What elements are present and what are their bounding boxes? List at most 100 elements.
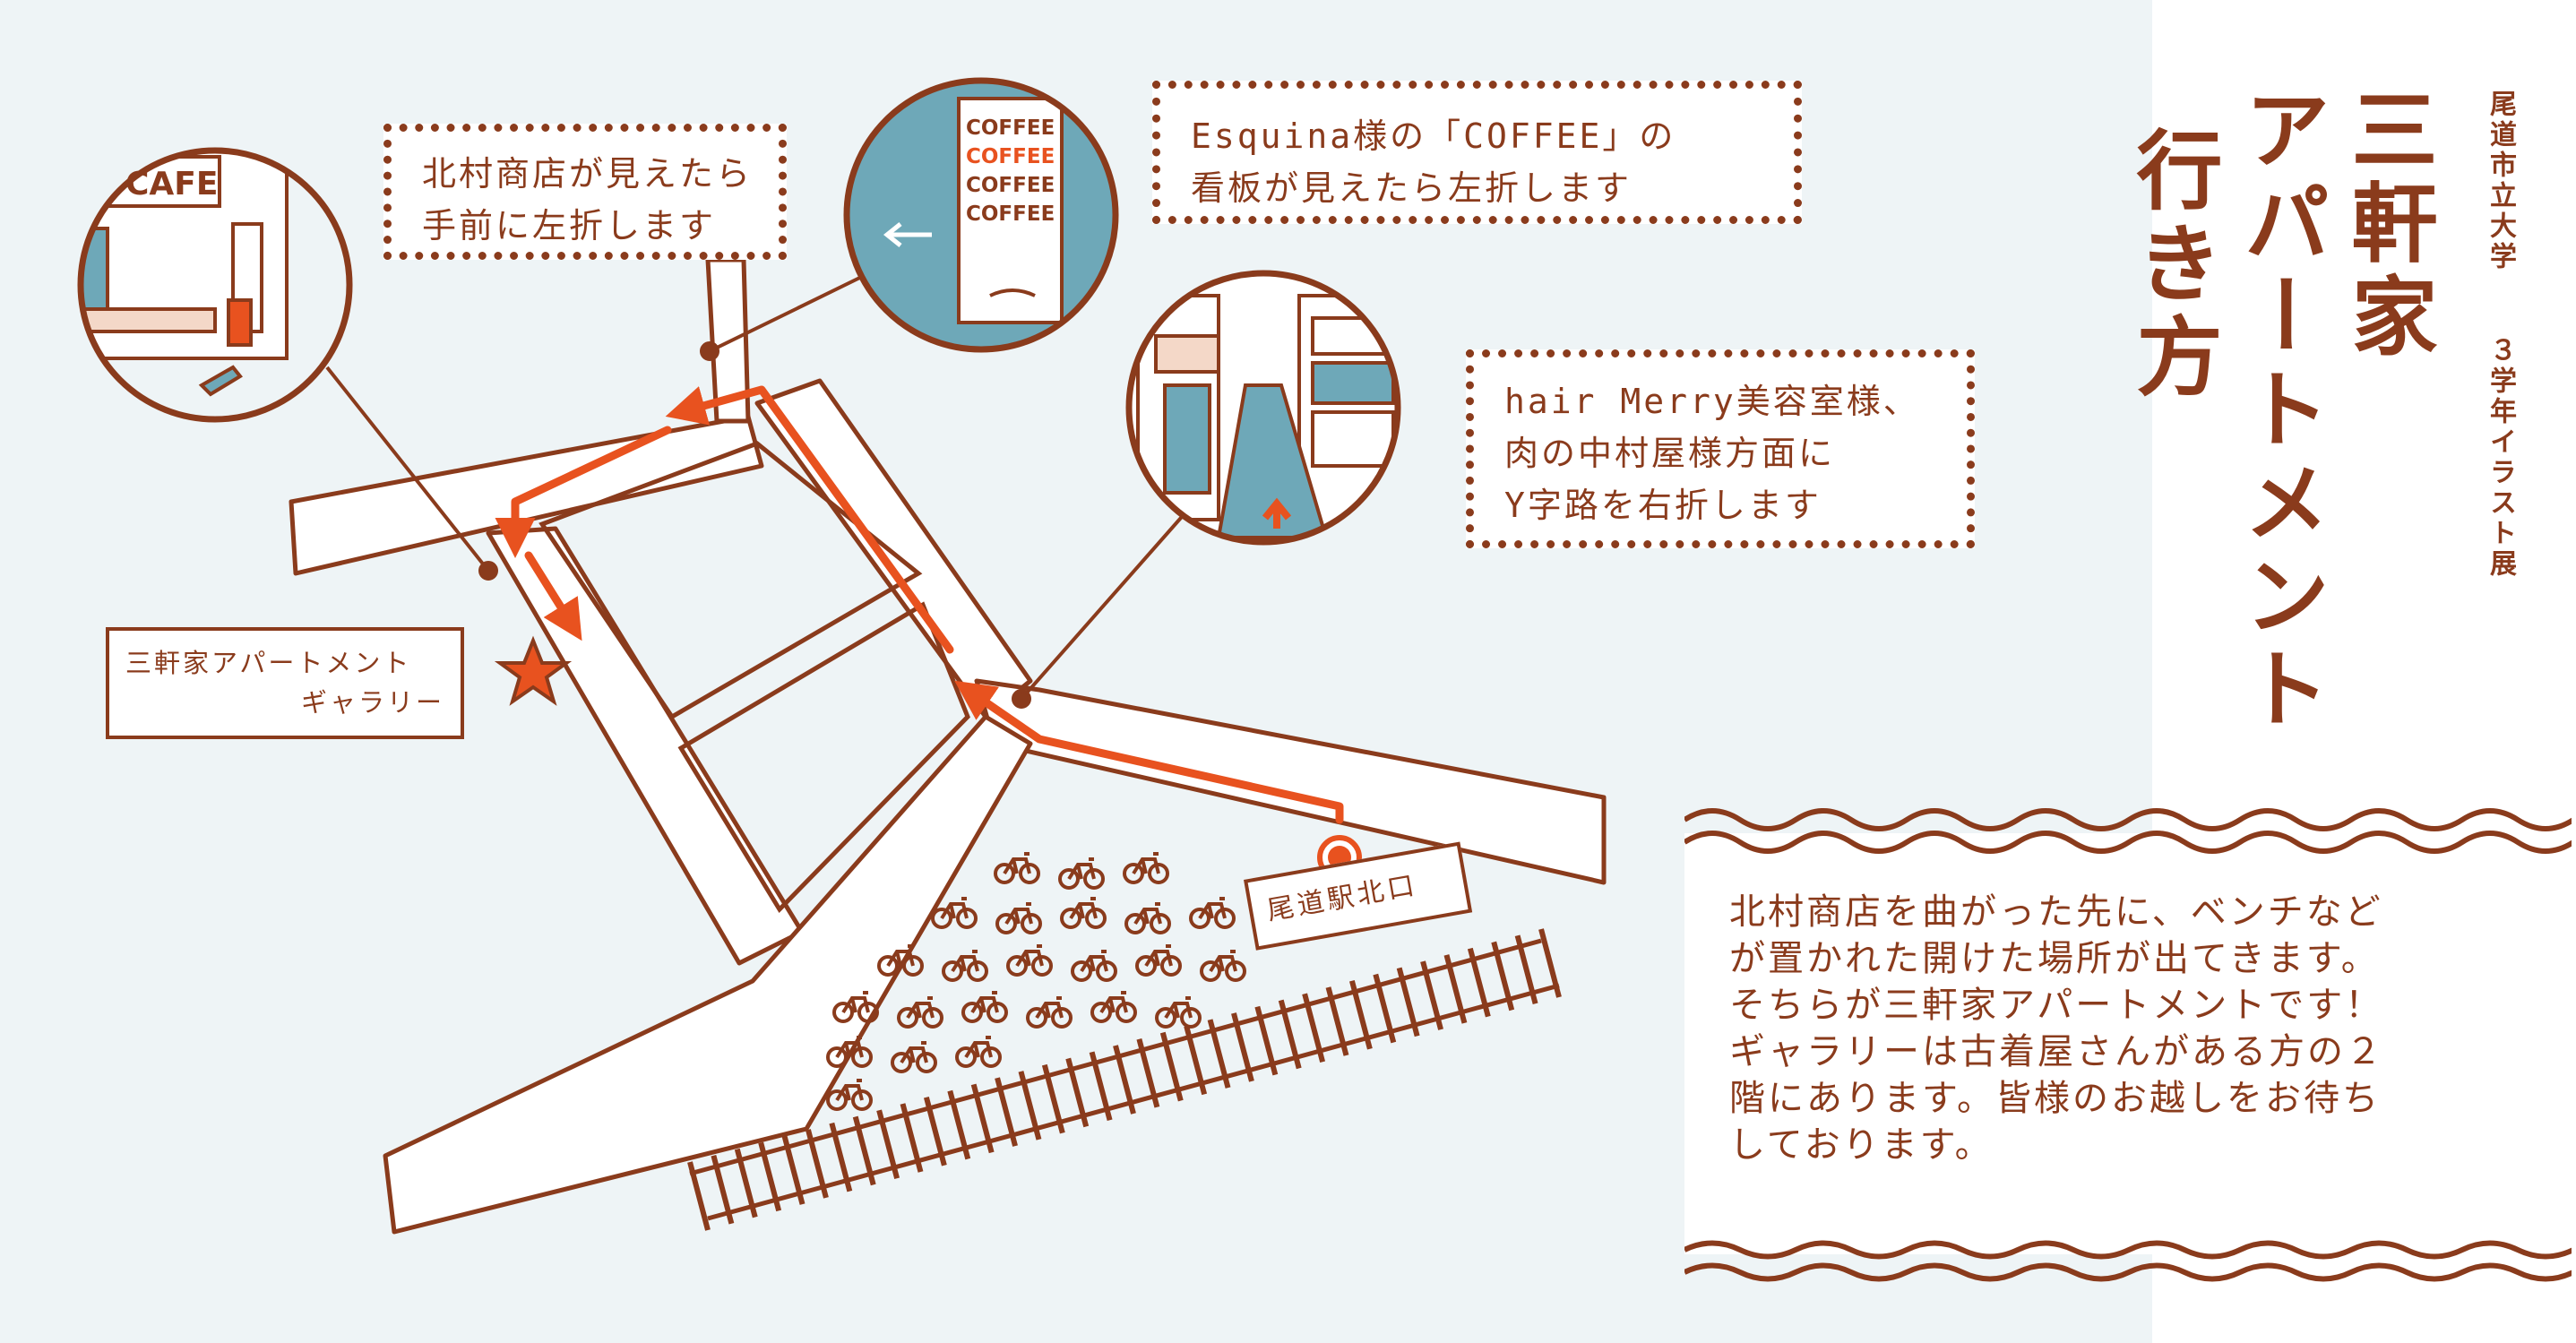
callout-line: Y字路を右折します [1504,486,1822,525]
route-arrow-icon [495,426,672,558]
rail-sleeper [1207,1019,1231,1089]
bicycle-icon [1058,857,1105,890]
bicycle-icon [1006,944,1053,977]
bicycle-icon [995,902,1042,934]
title-column: 三軒家 [2337,85,2437,365]
callout-line: 肉の中村屋様方面に [1504,434,1836,473]
callout-esquina: Esquina様の「COFFEE」の 看板が見えたら左折します [1152,81,1802,224]
bicycle-icon [961,991,1008,1023]
coffee-sign-line: COFFEE [966,174,1055,197]
rail-sleeper [1231,1012,1254,1082]
info-line: 北村商店を曲がった先に、ベンチなど [1729,891,2383,933]
rail-sleeper [1538,928,1562,998]
rail-sleeper [970,1083,995,1154]
subtitle-column: 尾道市立大学 [2485,90,2516,272]
block-north [538,441,923,720]
rail-sleeper [1065,1057,1090,1128]
rail-sleeper [806,1129,829,1199]
route-arrow-icon [665,385,954,654]
coffee-sign-icon: COFFEE COFFEE COFFEE COFFEE [843,77,1119,353]
coffee-sign-line: COFFEE [966,145,1055,168]
road-west-lower [486,526,805,966]
rail-bottom [707,983,1560,1221]
info-line: そちらが三軒家アパートメントです！ [1729,985,2384,1026]
rail-sleeper [1184,1025,1208,1096]
rail-sleeper [1373,973,1397,1044]
rail-sleeper [734,1148,758,1218]
leader-dot [478,561,498,581]
rail-sleeper [1467,947,1491,1018]
callout-line: 北村商店が見えたら [422,154,754,194]
coffee-sign-line: COFFEE [966,116,1055,140]
rail-sleeper [1396,967,1420,1037]
bicycle-icon [994,852,1040,884]
rail-sleeper [900,1103,924,1173]
info-line: 階にあります。皆様のお越しをお待ち [1729,1078,2381,1119]
rail-sleeper [1491,941,1515,1012]
railway-track-icon [687,928,1562,1231]
rail-sleeper [1420,960,1443,1030]
info-line: が置かれた開けた場所が出てきます。 [1729,938,2380,979]
destination-label: 三軒家アパートメント ギャラリー [106,627,464,739]
leader-cafe [325,366,490,572]
rail-sleeper [1089,1051,1113,1121]
rail-sleepers [687,928,1562,1231]
cafe-storefront-icon: CAFE [77,147,353,423]
bicycle-icon [1189,897,1236,929]
info-line: ギャラリーは古着屋さんがある方の２ [1729,1031,2384,1072]
rail-sleeper [1113,1045,1136,1115]
coffee-sign-line: COFFEE [966,202,1055,226]
rail-sleeper [1348,980,1373,1050]
rail-sleeper [1302,993,1326,1063]
rail-sleeper [1254,1005,1279,1076]
leader-coffee [709,267,879,353]
leader-street [1020,509,1189,701]
destination-label-line: 三軒家アパートメント [125,648,412,678]
rail-sleeper [1443,954,1468,1024]
bicycle-icon [826,1079,873,1111]
info-panel [1684,833,2572,1254]
bicycle-icon [1123,852,1169,884]
rail-sleeper [1325,986,1349,1056]
rail-sleeper [852,1115,876,1186]
rail-sleeper [781,1135,806,1205]
bicycle-icon [897,996,943,1029]
bicycle-icon [1071,950,1117,982]
wave-border-top [1684,808,2572,854]
star-icon [494,635,573,706]
road-southwest [383,714,1033,1235]
callout-line: 手前に左折します [422,206,717,245]
rail-sleeper [947,1089,971,1160]
bicycle-icon [942,950,988,982]
bicycle-parking [826,852,1246,1111]
bicycle-icon [931,897,978,929]
rail-sleeper [829,1122,853,1192]
rail-sleeper [1018,1071,1042,1141]
route [495,385,1344,824]
bicycle-icon [1124,902,1171,934]
leader-dot [700,341,719,361]
subtitle-column: ３学年イラスト展 [2485,336,2516,580]
bicycle-icon [1026,996,1073,1029]
rail-sleeper [687,1161,711,1231]
leader-lines [325,267,1189,709]
rail-sleeper [1278,999,1302,1070]
bicycle-icon [1060,897,1107,929]
bicycle-icon [1155,996,1202,1029]
station-label-text: 尾道駅北口 [1264,869,1421,927]
bicycle-icon [1090,991,1137,1023]
wave-border-bottom [1684,1240,2572,1282]
callout-line: Esquina様の「COFFEE」の [1191,116,1676,156]
info-line: しております。 [1729,1124,1994,1166]
callout-line: 看板が見えたら左折します [1191,168,1633,208]
title-column: 行き方 [2122,125,2222,405]
callout-kitamura: 北村商店が見えたら 手前に左折します [383,124,787,260]
bicycle-icon [826,1036,873,1068]
bicycle-icon [1200,950,1246,982]
title-column: アパートメント [2229,85,2330,737]
bicycle-icon [955,1036,1002,1068]
rail-sleeper [1159,1031,1184,1102]
rail-sleeper [995,1077,1018,1147]
destination-label-line: ギャラリー [300,687,444,718]
